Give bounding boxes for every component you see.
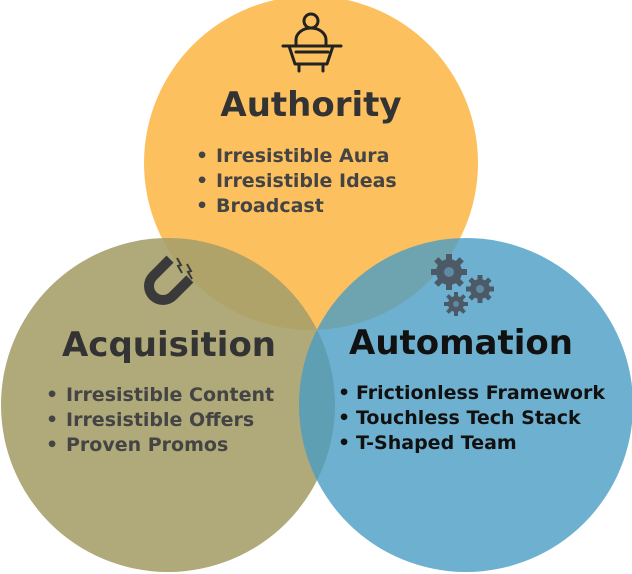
acquisition-item: Irresistible Offers	[66, 409, 254, 431]
authority-item: Broadcast	[216, 195, 324, 217]
authority-title: Authority	[220, 85, 401, 125]
acquisition-list: • Irresistible Content • Irresistible Of…	[46, 384, 274, 456]
authority-circle	[144, 0, 478, 330]
authority-bullet: •	[196, 145, 208, 167]
acquisition-item: Irresistible Content	[66, 384, 274, 406]
gears-icon	[431, 254, 494, 316]
automation-bullet: •	[338, 382, 350, 404]
acquisition-item: Proven Promos	[66, 434, 228, 456]
acquisition-bullet: •	[46, 409, 58, 431]
automation-item: T-Shaped Team	[356, 432, 517, 454]
authority-item: Irresistible Aura	[216, 145, 389, 167]
authority-bullet: •	[196, 195, 208, 217]
authority-bullet: •	[196, 170, 208, 192]
acquisition-circle	[1, 238, 335, 572]
authority-list: • Irresistible Aura • Irresistible Ideas…	[196, 145, 397, 217]
magnet-icon	[144, 255, 194, 305]
authority-item: Irresistible Ideas	[216, 170, 397, 192]
acquisition-bullet: •	[46, 434, 58, 456]
automation-bullet: •	[338, 407, 350, 429]
automation-item: Touchless Tech Stack	[356, 407, 581, 429]
automation-circle	[299, 238, 632, 572]
speaker-podium-icon	[281, 12, 343, 73]
acquisition-title: Acquisition	[62, 325, 276, 365]
automation-item: Frictionless Framework	[356, 382, 605, 404]
automation-bullet: •	[338, 432, 350, 454]
automation-list: • Frictionless Framework • Touchless Tec…	[338, 382, 605, 454]
automation-title: Automation	[349, 323, 573, 363]
acquisition-bullet: •	[46, 384, 58, 406]
